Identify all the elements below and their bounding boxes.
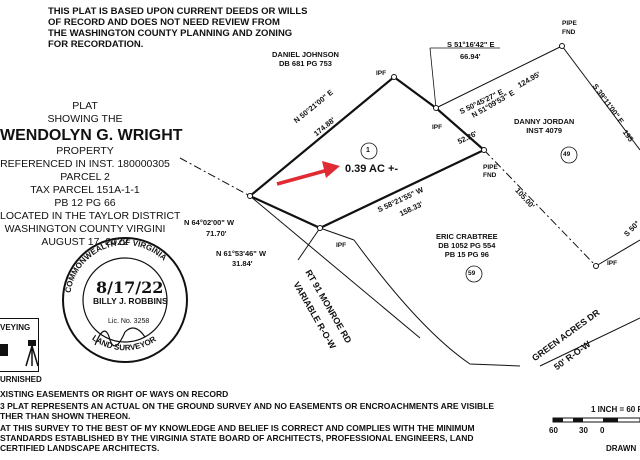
seal-date: 8/17/22 (96, 278, 164, 297)
corner-pin-north (391, 74, 397, 80)
title-block: PLAT SHOWING THE WENDOLYN G. WRIGHT PROP… (0, 100, 183, 249)
top-note-line: FOR RECORDATION. (48, 39, 144, 50)
bearing-leader (429, 47, 437, 109)
note-line: AT THIS SURVEY TO THE BEST OF MY KNOWLED… (0, 423, 475, 433)
ipf-far-east: IPF (607, 260, 618, 267)
tripod-icon (0, 340, 39, 367)
fnd-label: FND (562, 29, 576, 36)
west-tie-line (297, 227, 321, 261)
title-line: REFERENCED IN INST. 180000305 (0, 158, 170, 170)
drawn-label: DRAWN (606, 444, 637, 453)
parcel-area: 0.39 AC +- (345, 163, 399, 175)
pipe-pin (559, 43, 565, 49)
title-line: SHOWING THE (47, 113, 123, 125)
parcel-boundary (249, 75, 486, 230)
top-note: THIS PLAT IS BASED UPON CURRENT DEEDS OR… (48, 6, 308, 50)
note-line: STANDARDS ESTABLISHED BY THE VIRGINIA ST… (0, 433, 474, 443)
bearing-2: S 51°16'42" E (447, 40, 495, 49)
title-line: PB 12 PG 66 (54, 197, 116, 209)
adjoiner-name: DANNY JORDAN (514, 117, 575, 126)
title-line: PROPERTY (56, 145, 114, 157)
top-note-line: THE WASHINGTON COUNTY PLANNING AND ZONIN… (48, 28, 293, 39)
corner-pin-east (433, 105, 439, 111)
note-line: 3 PLAT REPRESENTS AN ACTUAL ON THE GROUN… (0, 401, 494, 411)
adjoiner-eric: ERIC CRABTREE DB 1052 PG 554 PB 15 PG 96 (436, 232, 498, 259)
ipf-south: IPF (336, 242, 347, 249)
scale-tick-30: 30 (579, 426, 588, 435)
title-line: PARCEL 2 (60, 171, 110, 183)
note-line: THER THAN SHOWN THEREON. (0, 411, 131, 421)
lot-59-label: 59 (468, 270, 476, 277)
rt91-row-line (249, 195, 421, 339)
parcel-number: 1 (366, 147, 370, 154)
seal-lic: Lic. No. 3258 (108, 318, 150, 325)
svg-text:LAND SURVEYOR: LAND SURVEYOR (91, 333, 158, 352)
note-line: CERTIFIED LANDSCAPE ARCHITECTS. (0, 443, 160, 453)
corner-pin-south (317, 225, 323, 231)
lot-49-label: 49 (563, 151, 571, 158)
bearing-5: N 64°02'00" W (184, 218, 235, 227)
dashed-extension-right (483, 149, 597, 267)
scale-tick-0: 0 (600, 426, 605, 435)
adjoiner-name: DANIEL JOHNSON (272, 50, 339, 59)
pipe-fnd-label: PIPE FND (483, 164, 498, 179)
adjoiner-ref: PB 15 PG 96 (444, 250, 489, 259)
seal-name: BILLY J. ROBBINS (93, 296, 168, 306)
distance-2: 66.94' (460, 52, 481, 61)
title-line: WASHINGTON COUNTY VIRGINI (4, 223, 166, 235)
adjoiner-daniel: DANIEL JOHNSON DB 681 PG 753 (272, 50, 339, 68)
adjoiner-ref: DB 1052 PG 554 (438, 241, 496, 250)
red-arrow-icon (276, 161, 340, 186)
top-note-line: OF RECORD AND DOES NOT NEED REVIEW FROM (48, 17, 280, 28)
road-curve (353, 239, 521, 367)
ipf-east: IPF (432, 124, 443, 131)
parcel-number-circle (360, 142, 378, 160)
surveying-box (0, 318, 39, 372)
title-line: TAX PARCEL 151A-1-1 (30, 184, 140, 196)
pipe-label: PIPE (562, 20, 577, 27)
adjoiner-ref: INST 4079 (526, 126, 563, 135)
scale-tick-60: 60 (549, 426, 558, 435)
rt91-row-line-outer (319, 227, 355, 241)
note-line: XISTING EASEMENTS OR RIGHT OF WAYS ON RE… (0, 389, 229, 399)
title-line: AUGUST 17, 2022 (41, 236, 129, 248)
dashed-extension-left (179, 157, 251, 197)
corner-pin-west (247, 193, 253, 199)
distance-5: 71.70' (206, 229, 227, 238)
bearing-6: N 61°53'46" W (216, 249, 267, 258)
scale-bar (552, 417, 640, 423)
adjoiner-ref: DB 681 PG 753 (279, 59, 332, 68)
adjoiner-name: ERIC CRABTREE (436, 232, 498, 241)
title-line: PLAT (72, 100, 98, 112)
adjoiner-danny: DANNY JORDAN INST 4079 (514, 117, 574, 135)
scale-label: 1 INCH = 60 F (591, 405, 640, 414)
green-acres-row (539, 317, 640, 367)
corner-pin-southeast (481, 147, 487, 153)
furnished-label: URNISHED (0, 375, 42, 384)
owner-name: WENDOLYN G. WRIGHT (0, 127, 183, 144)
east-line-b (561, 45, 640, 151)
seal-ring-bottom: LAND SURVEYOR (91, 333, 158, 352)
surveying-label: VEYING (0, 323, 31, 332)
title-line: LOCATED IN THE TAYLOR DISTRICT (0, 210, 181, 222)
distance-6: 31.84' (232, 259, 253, 268)
east-line-c (595, 239, 640, 267)
lot-49-circle (560, 146, 578, 164)
east-line-a (435, 45, 563, 109)
lot-59-circle (465, 265, 483, 283)
corner-pin-far-east (593, 263, 599, 269)
notes-block: XISTING EASEMENTS OR RIGHT OF WAYS ON RE… (0, 389, 494, 453)
ipf-north: IPF (376, 70, 387, 77)
top-note-line: THIS PLAT IS BASED UPON CURRENT DEEDS OR… (48, 6, 308, 17)
